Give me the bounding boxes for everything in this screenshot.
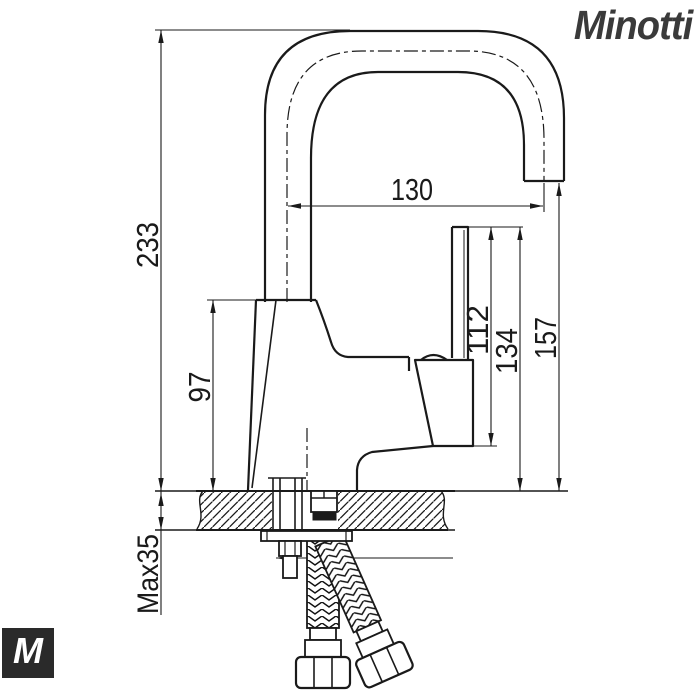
dim-label-233: 233 [130,222,165,268]
centerlines [286,50,545,491]
hose-diagonal [314,533,414,689]
dim-label-97: 97 [182,372,217,403]
sink-deck [155,490,568,531]
brand-badge-letter: M [13,630,43,671]
faucet-outline [246,29,566,491]
handle-lever [450,225,470,360]
handle-dome [420,353,448,361]
body-left-edge [246,299,258,491]
dim-label-112: 112 [460,305,495,355]
dim-label-134: 134 [489,328,524,374]
body-right-edge [314,299,409,359]
spout-centerline [286,50,545,302]
mounting-shank [268,477,338,531]
body-inner-line [251,299,277,489]
supply-hoses [294,533,414,690]
cartridge-housing [413,358,475,448]
dim-label-max35: Max35 [132,534,165,614]
dimension-arrowheads [158,30,562,561]
dim-label-157: 157 [528,317,563,359]
dimension-labels: 130 233 97 Max35 112 134 157 [130,172,563,614]
mounting-hardware [260,530,353,579]
spout-inner-edge [309,70,526,302]
dim-label-130: 130 [391,172,433,207]
spout-outer-edge [263,29,566,302]
brand-badge: M [2,628,54,678]
body-bottom-curve [355,444,434,490]
brand-logo: Minotti [573,2,693,48]
